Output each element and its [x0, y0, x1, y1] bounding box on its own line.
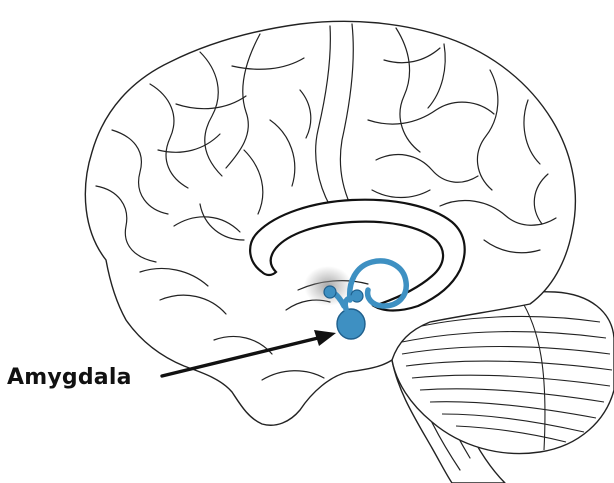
amygdala — [337, 309, 365, 339]
amygdala-label: Amygdala — [7, 365, 132, 390]
